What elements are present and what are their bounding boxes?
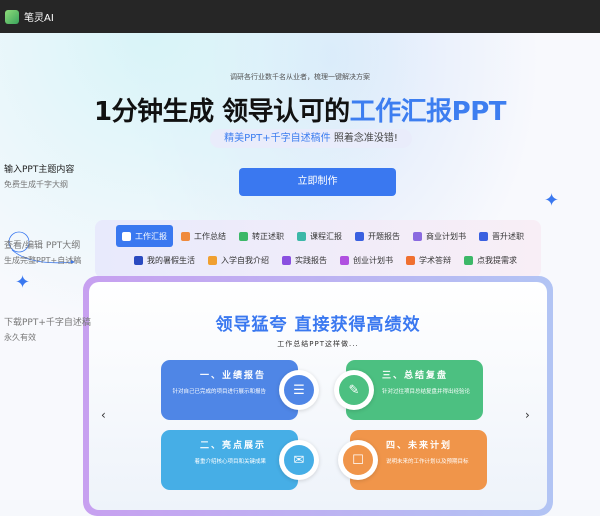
tab-icon [479, 231, 488, 241]
prev-arrow-icon[interactable]: ‹ [101, 408, 106, 422]
tab-icon [413, 231, 422, 241]
tab-label: 入学自我介绍 [221, 255, 269, 265]
pill-highlight: 精美PPT+千字自述稿件 [224, 133, 331, 144]
tab-晋升述职[interactable]: 晋升述职 [474, 225, 529, 247]
preview-slide: 领导猛夸 直接获得高绩效 工作总结PPT这样做... ‹ › 一、业绩报告针对自… [89, 282, 547, 510]
card-desc: 针对过往项目总结复盘并得出经验论 [382, 389, 471, 395]
notebook-icon: ✎ [334, 370, 374, 410]
tab-点我提需求[interactable]: 点我提需求 [459, 249, 522, 271]
top-bar: 笔灵AI [0, 0, 600, 33]
tab-创业计划书[interactable]: 创业计划书 [335, 249, 398, 271]
tab-label: 转正述职 [252, 231, 284, 241]
hero-title: 1分钟生成 领导认可的工作汇报PPT [0, 91, 600, 128]
tab-我的暑假生活[interactable]: 我的暑假生活 [129, 249, 200, 271]
tab-商业计划书[interactable]: 商业计划书 [408, 225, 471, 247]
preview-frame: 领导猛夸 直接获得高绩效 工作总结PPT这样做... ‹ › 一、业绩报告针对自… [83, 276, 553, 516]
tab-icon [181, 231, 190, 241]
envelope-icon: ✉ [279, 440, 319, 480]
tab-icon [134, 255, 143, 265]
app-logo-icon[interactable] [5, 9, 19, 24]
curve-arrow-icon [8, 231, 75, 264]
tab-label: 工作总结 [194, 231, 226, 241]
tab-开题报告[interactable]: 开题报告 [350, 225, 405, 247]
message-icon: ☐ [338, 440, 378, 480]
tab-实践报告[interactable]: 实践报告 [277, 249, 332, 271]
tab-icon [239, 231, 248, 241]
card-title: 一、业绩报告 [199, 371, 266, 381]
title-main: 1分钟生成 领导认可的 [93, 97, 350, 127]
next-arrow-icon[interactable]: › [525, 408, 530, 422]
pill-rest: 照着念准没错! [330, 133, 398, 144]
tab-label: 开题报告 [368, 231, 400, 241]
tab-学术答辩[interactable]: 学术答辩 [401, 249, 456, 271]
hero-subtitle: 调研各行业数千名从业者，梳理一键解决方案 [230, 73, 370, 81]
title-highlight: 工作汇报PPT [349, 97, 507, 127]
tab-label: 实践报告 [295, 255, 327, 265]
step-desc: 永久有效 [4, 333, 36, 342]
sparkle-icon: ✦ [15, 272, 31, 293]
tab-label: 课程汇报 [310, 231, 342, 241]
tab-label: 工作汇报 [135, 231, 167, 241]
tab-工作总结[interactable]: 工作总结 [176, 225, 231, 247]
tabs-row-1: 工作汇报 工作总结 转正述职 课程汇报 开题报告 商业计划书 晋升述职 [116, 225, 532, 247]
tab-工作汇报[interactable]: 工作汇报 [116, 225, 173, 247]
tab-icon [355, 231, 364, 241]
step-desc: 免费生成千字大纲 [4, 180, 68, 189]
feature-card: 一、业绩报告针对自己已完成的项目进行展示和报告 [161, 360, 298, 420]
tabs-row-2: 我的暑假生活 入学自我介绍 实践报告 创业计划书 学术答辩 点我提需求 [129, 249, 525, 271]
books-icon: ☰ [279, 370, 319, 410]
step-title: 查看/编辑 PPT大纲 [4, 241, 81, 251]
tab-icon [297, 231, 306, 241]
make-now-button[interactable]: 立即制作 [239, 168, 396, 196]
tab-icon [406, 255, 415, 265]
app-name[interactable]: 笔灵AI [24, 13, 54, 24]
step-1: 输入PPT主题内容免费生成千字大纲 [4, 162, 74, 190]
tab-label: 点我提需求 [477, 255, 517, 265]
step-2: 查看/编辑 PPT大纲生成完整PPT+自述稿 [4, 238, 81, 266]
tab-icon [282, 255, 291, 265]
tab-icon [208, 255, 217, 265]
card-title: 三、总结复盘 [382, 371, 449, 381]
card-title: 二、亮点展示 [199, 441, 266, 451]
tab-label: 创业计划书 [353, 255, 393, 265]
feature-card: 二、亮点展示着重介绍核心项目和关键成果 [161, 430, 298, 490]
card-desc: 针对自己已完成的项目进行展示和报告 [172, 389, 266, 395]
step-3: 下载PPT+千字自述稿永久有效 [4, 315, 91, 343]
step-desc: 生成完整PPT+自述稿 [4, 256, 82, 265]
card-desc: 说明未来的工作计划以及预期目标 [386, 459, 469, 465]
slide-heading: 领导猛夸 直接获得高绩效 [215, 315, 421, 335]
hero-pill: 精美PPT+千字自述稿件 照着念准没错! [210, 129, 412, 148]
sparkle-icon: ✦ [544, 190, 560, 211]
slide-subheading: 工作总结PPT这样做... [277, 340, 359, 348]
tab-label: 学术答辩 [419, 255, 451, 265]
card-desc: 着重介绍核心项目和关键成果 [194, 459, 266, 465]
tab-转正述职[interactable]: 转正述职 [234, 225, 289, 247]
tab-label: 晋升述职 [492, 231, 524, 241]
card-title: 四、未来计划 [386, 441, 453, 451]
tab-icon [340, 255, 349, 265]
tab-icon [122, 231, 131, 241]
tab-入学自我介绍[interactable]: 入学自我介绍 [203, 249, 274, 271]
tab-icon [464, 255, 473, 265]
step-title: 输入PPT主题内容 [4, 165, 75, 175]
category-tabs-panel: 工作汇报 工作总结 转正述职 课程汇报 开题报告 商业计划书 晋升述职 我的暑假生活 入学自我… [95, 220, 541, 278]
step-title: 下载PPT+千字自述稿 [4, 318, 91, 328]
tab-课程汇报[interactable]: 课程汇报 [292, 225, 347, 247]
tab-label: 商业计划书 [426, 231, 466, 241]
tab-label: 我的暑假生活 [147, 255, 195, 265]
